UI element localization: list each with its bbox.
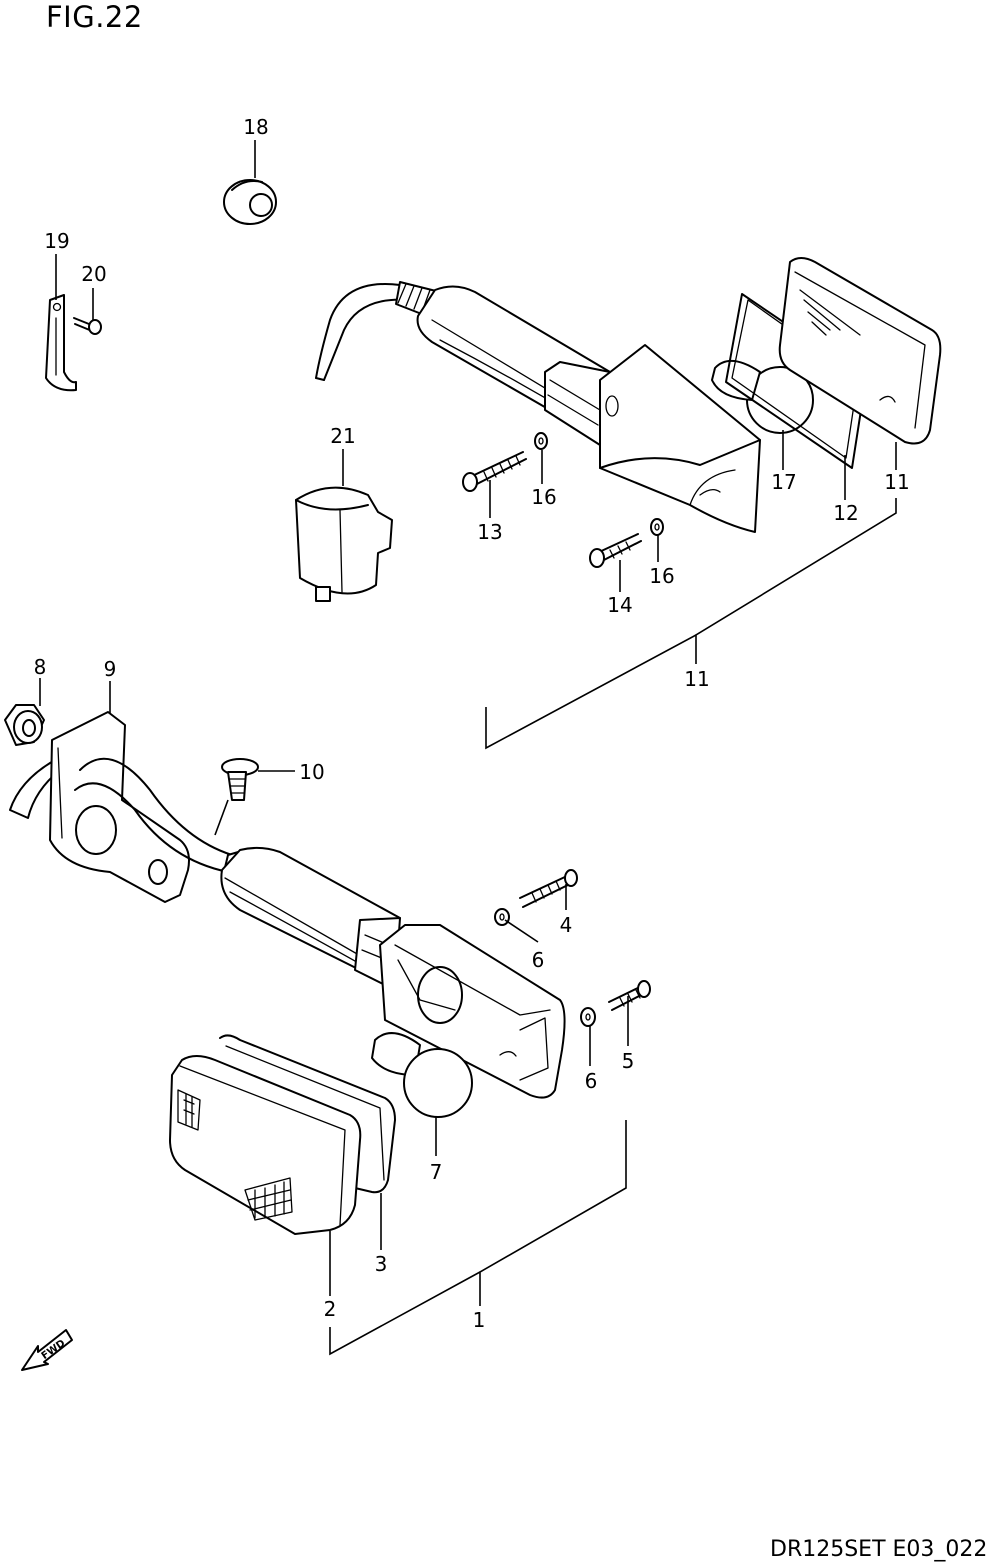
- callout-9: 9: [104, 657, 117, 681]
- callout-21: 21: [330, 424, 355, 448]
- part-6-washer-b: [580, 1007, 596, 1027]
- part-14-screw: [462, 451, 527, 492]
- callout-16a: 16: [531, 485, 556, 509]
- part-19-clamp: [45, 294, 77, 392]
- drawing-code: DR125SET E03_022: [770, 1537, 988, 1562]
- callout-numbers: 18 19 20 21 16 13 17 12 11 16 14 11 8 9 …: [34, 115, 910, 1332]
- part-3-gasket-lower: [219, 1034, 396, 1194]
- callout-1: 1: [473, 1308, 486, 1332]
- part-12-lens-upper: [778, 257, 942, 445]
- callout-17: 17: [771, 470, 796, 494]
- callout-15: 14: [607, 593, 632, 617]
- part-11-turn-signal-upper: [315, 281, 761, 533]
- part-2-lens-lower: [169, 1055, 362, 1235]
- callout-14: 13: [477, 520, 502, 544]
- part-6-washer-a: [494, 908, 510, 926]
- part-5-screw: [608, 980, 651, 1011]
- callout-20: 20: [81, 262, 106, 286]
- part-1-turn-signal-lower: [74, 757, 566, 1099]
- figure-title: FIG.22: [46, 0, 143, 34]
- callout-2: 2: [324, 1297, 337, 1321]
- part-17-bulb-upper: [711, 360, 814, 434]
- callout-7: 7: [430, 1160, 443, 1184]
- part-8-nut: [4, 704, 45, 746]
- callout-5: 5: [622, 1049, 635, 1073]
- part-18-grommet: [223, 179, 277, 225]
- callout-3: 3: [375, 1252, 388, 1276]
- part-21-relay: [295, 486, 393, 602]
- part-4-screw: [519, 869, 578, 908]
- part-20-screw: [73, 317, 102, 335]
- callout-13: 12: [833, 501, 858, 525]
- callout-18: 18: [243, 115, 268, 139]
- callout-6b: 6: [585, 1069, 598, 1093]
- part-15-screw: [589, 533, 642, 568]
- callout-19: 19: [44, 229, 69, 253]
- fwd-arrow-icon: FWD: [21, 1329, 73, 1371]
- callout-4: 4: [560, 913, 573, 937]
- part-16-washer-b: [650, 518, 664, 536]
- part-16-washer-a: [534, 432, 548, 450]
- leader-lines: [39, 140, 897, 1356]
- part-7-bulb-lower: [371, 1032, 473, 1118]
- part-10-bolt: [221, 758, 259, 801]
- callout-10: 10: [299, 760, 324, 784]
- callout-6a: 6: [532, 948, 545, 972]
- part-9-bracket: [49, 711, 190, 903]
- callout-12: 11: [884, 470, 909, 494]
- callout-11: 11: [684, 667, 709, 691]
- callout-16b: 16: [649, 564, 674, 588]
- callout-8: 8: [34, 655, 47, 679]
